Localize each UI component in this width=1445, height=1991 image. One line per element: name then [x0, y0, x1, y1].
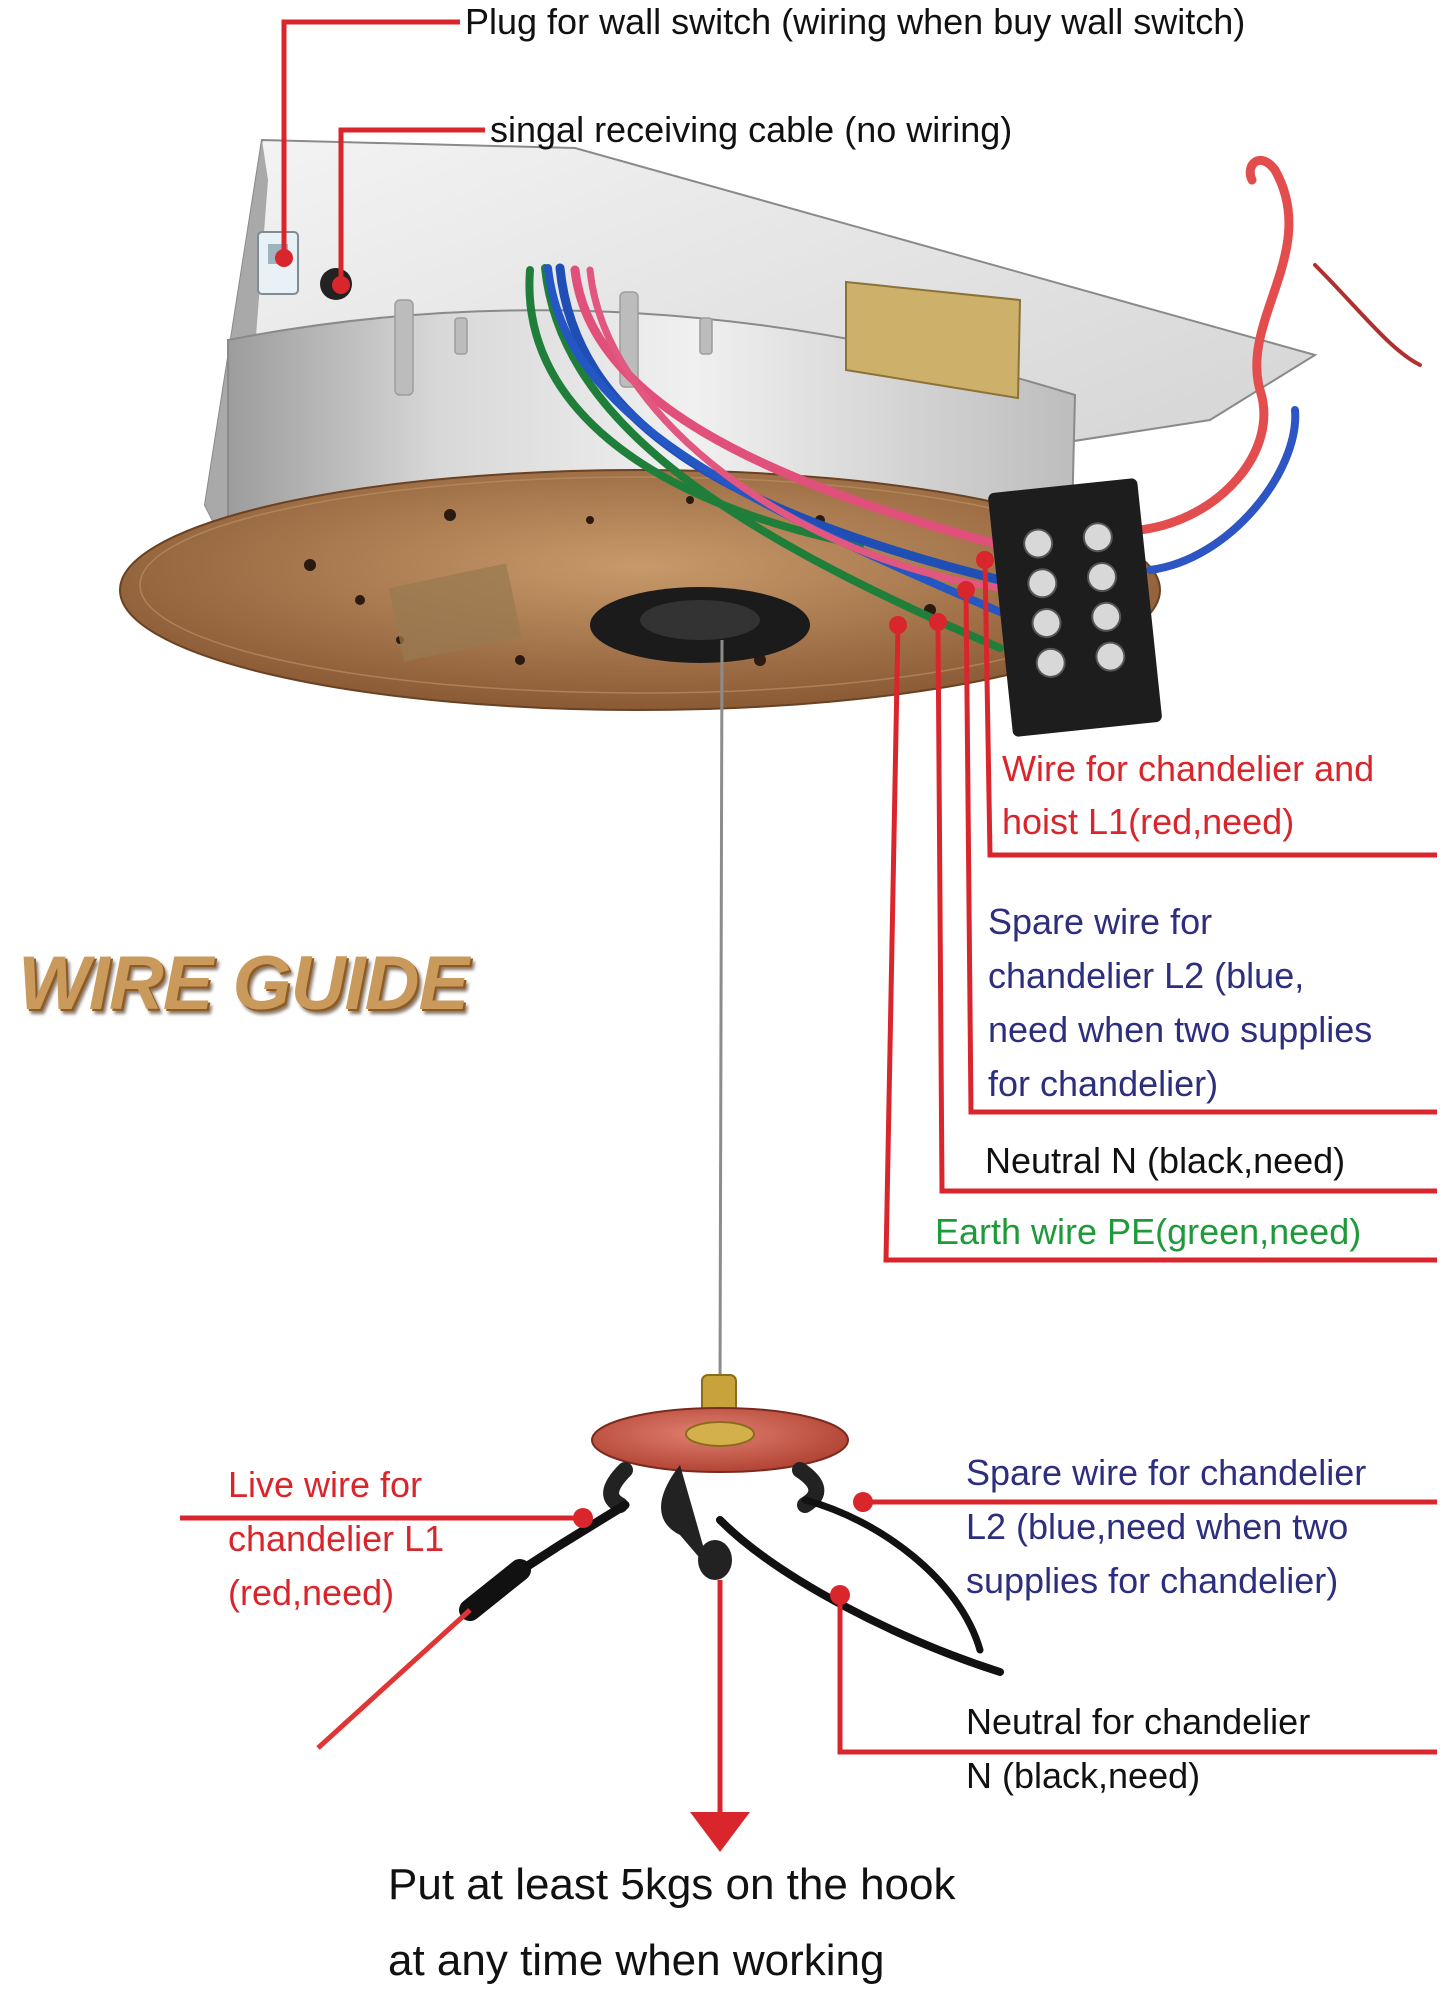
callout-lines	[180, 19, 1437, 1835]
callout-dots	[275, 249, 994, 1605]
earth-terminal-label: Earth wire PE(green,need)	[935, 1211, 1362, 1252]
hook-disc-icon	[316, 1374, 1004, 1750]
neutral-terminal-label: Neutral N (black,need)	[985, 1140, 1346, 1181]
signal-cable-label: singal receiving cable (no wiring)	[490, 109, 1013, 150]
plug-label: Plug for wall switch (wiring when buy wa…	[465, 1, 1246, 42]
terminal-block-icon	[988, 478, 1162, 737]
diagram-title: WIRE GUIDE	[18, 941, 469, 1026]
steel-cable	[718, 639, 724, 1396]
hoist-wires	[525, 155, 1422, 652]
down-arrow-icon	[690, 1812, 750, 1852]
